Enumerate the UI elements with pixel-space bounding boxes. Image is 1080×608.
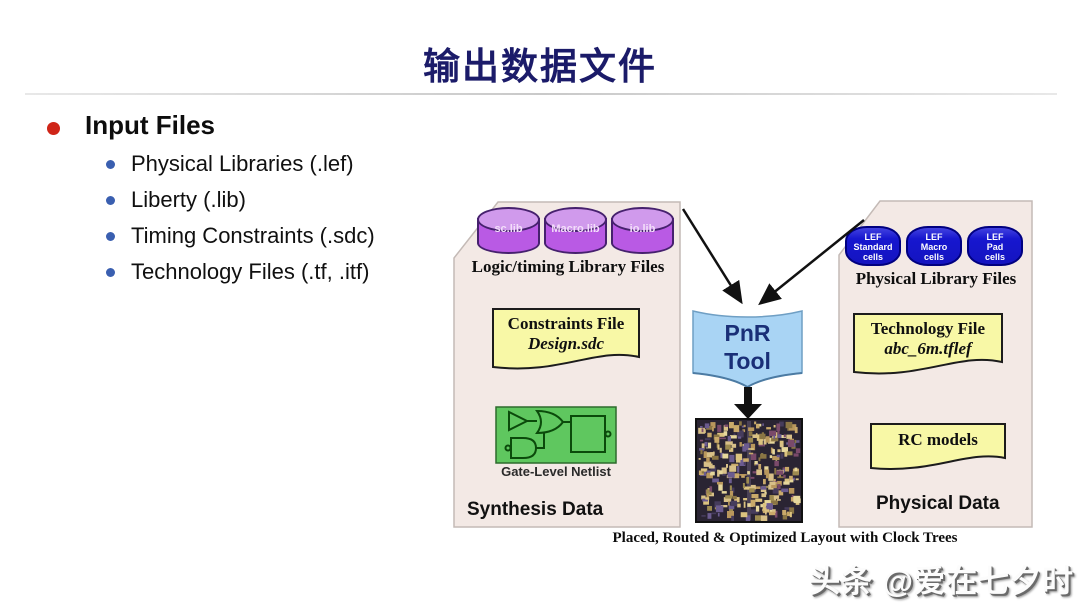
main-bullet-icon xyxy=(47,122,60,135)
technology-file-label: Technology File abc_6m.tflef xyxy=(852,319,1004,359)
cylinder-label: Macro.lib xyxy=(551,223,600,235)
rc-models-shape xyxy=(870,423,1006,470)
bullet-item: Physical Libraries (.lef) xyxy=(131,151,354,176)
constraints-file-line2: Design.sdc xyxy=(527,334,605,353)
lef-standard-cells: LEF Standard cells xyxy=(845,226,901,266)
cylinder-label: sc.lib xyxy=(494,223,523,235)
constraints-file-label: Constraints File Design.sdc xyxy=(491,314,641,354)
sub-bullet-icon xyxy=(106,268,115,277)
pnr-line1: PnR xyxy=(724,320,771,346)
page-title: 输出数据文件 xyxy=(423,46,657,87)
physical-data-label: Physical Data xyxy=(876,493,1000,514)
logic-gates-icon xyxy=(495,406,617,464)
pnr-tool-label: PnR Tool xyxy=(691,319,804,375)
bullet-item: Timing Constraints (.sdc) xyxy=(131,223,375,248)
synthesis-data-label: Synthesis Data xyxy=(467,499,604,520)
flow-arrows xyxy=(681,208,865,306)
netlist-label: Gate-Level Netlist xyxy=(501,464,611,479)
technology-file-line2: abc_6m.tflef xyxy=(884,339,972,358)
technology-file-shape xyxy=(853,313,1003,375)
pnr-line2: Tool xyxy=(724,348,771,374)
lef-macro-cells: LEF Macro cells xyxy=(906,226,962,266)
sub-bullet-icon xyxy=(106,196,115,205)
lef-pad-cells: LEF Pad cells xyxy=(967,226,1023,266)
cylinder-label: io.lib xyxy=(629,223,656,235)
layout-caption: Placed, Routed & Optimized Layout with C… xyxy=(612,530,958,546)
constraints-file-line1: Constraints File xyxy=(507,314,625,333)
watermark: 头条 @爱在七夕时 xyxy=(809,564,1074,599)
library-cylinder: Macro.lib xyxy=(544,207,607,254)
down-arrow-icon xyxy=(734,387,762,419)
left-panel-title: Logic/timing Library Files xyxy=(471,257,665,276)
bullet-item: Liberty (.lib) xyxy=(131,187,246,212)
constraints-file-shape xyxy=(492,308,640,370)
technology-file-line1: Technology File xyxy=(870,319,986,338)
rc-models-label: RC models xyxy=(898,430,978,449)
sub-bullet-icon xyxy=(106,160,115,169)
header-divider xyxy=(25,93,1057,95)
main-bullet: Input Files xyxy=(85,110,215,140)
library-cylinder: sc.lib xyxy=(477,207,540,254)
bullet-item: Technology Files (.tf, .itf) xyxy=(131,259,370,284)
library-cylinder: io.lib xyxy=(611,207,674,254)
chip-layout-image xyxy=(695,418,803,523)
right-panel-title: Physical Library Files xyxy=(855,269,1017,288)
sub-bullet-icon xyxy=(106,232,115,241)
